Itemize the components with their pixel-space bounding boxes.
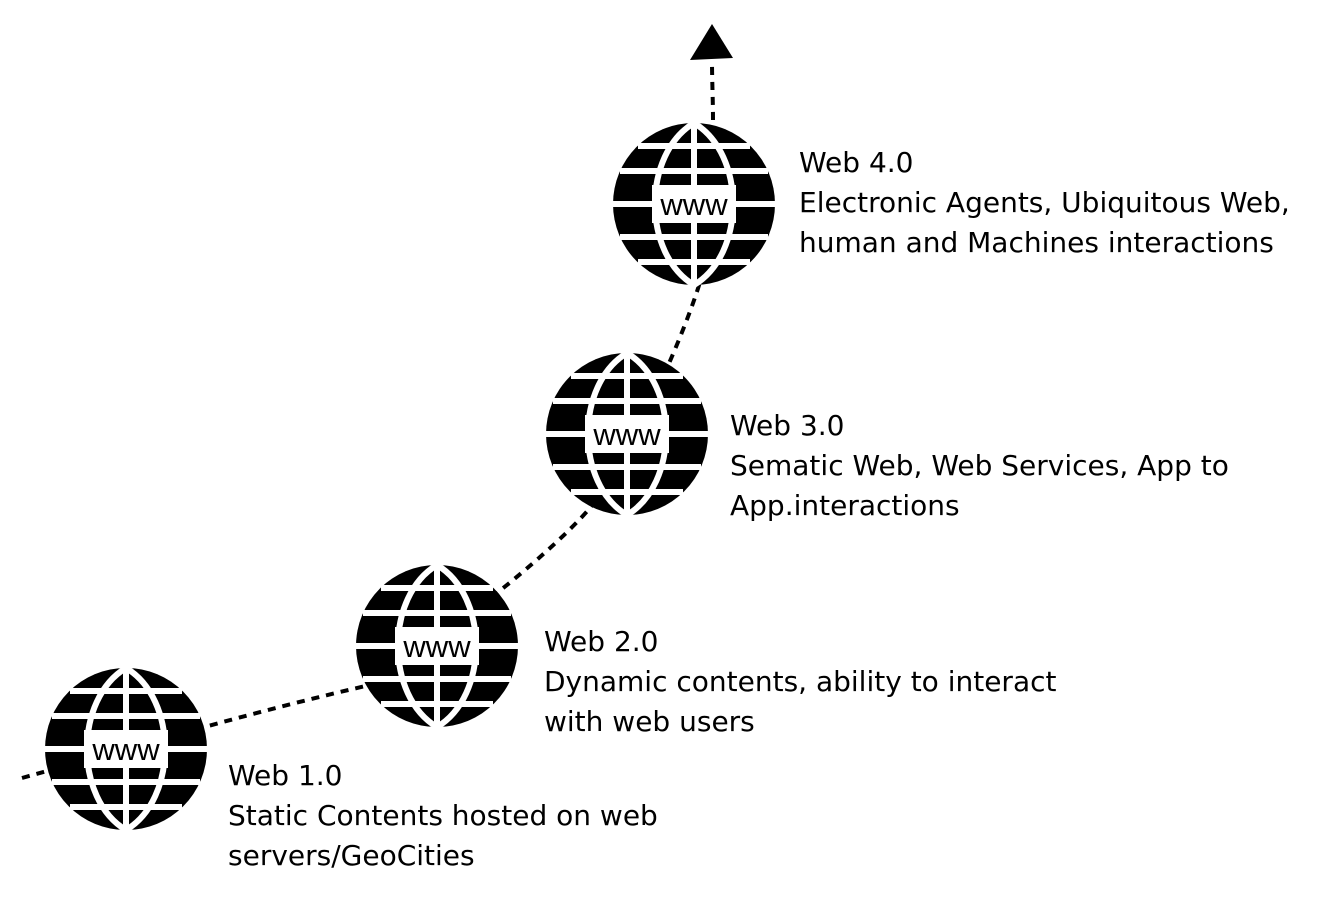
stage-label-web4: Web 4.0 Electronic Agents, Ubiquitous We…: [799, 143, 1290, 263]
globe-icon-web2: www: [356, 565, 518, 727]
stage-version: Web 4.0: [799, 146, 914, 179]
globe-icon-web1: www: [45, 668, 207, 830]
stage-description-line: servers/GeoCities: [228, 839, 475, 872]
stage-description-line: Sematic Web, Web Services, App to: [730, 449, 1229, 482]
stage-description-line: human and Machines interactions: [799, 226, 1274, 259]
stage-description-line: Electronic Agents, Ubiquitous Web,: [799, 186, 1290, 219]
stage-description-line: App.interactions: [730, 489, 960, 522]
stage-description-line: Dynamic contents, ability to interact: [544, 665, 1057, 698]
stage-label-web2: Web 2.0 Dynamic contents, ability to int…: [544, 622, 1056, 742]
stage-version: Web 2.0: [544, 625, 659, 658]
globe-text: www: [659, 187, 728, 222]
arrow-head-icon: [690, 24, 733, 60]
globe-icon-web4: www: [613, 123, 775, 285]
stage-version: Web 1.0: [228, 759, 343, 792]
evolution-path-top: [710, 61, 715, 121]
stage-label-web1: Web 1.0 Static Contents hosted on web se…: [228, 756, 658, 876]
globe-text: www: [402, 629, 471, 664]
globe-text: www: [592, 417, 661, 452]
stage-description-line: with web users: [544, 705, 755, 738]
globe-text: www: [91, 732, 160, 767]
globe-icon-web3: www: [546, 353, 708, 515]
stage-version: Web 3.0: [730, 409, 845, 442]
stage-description-line: Static Contents hosted on web: [228, 799, 658, 832]
stage-label-web3: Web 3.0 Sematic Web, Web Services, App t…: [730, 406, 1229, 526]
